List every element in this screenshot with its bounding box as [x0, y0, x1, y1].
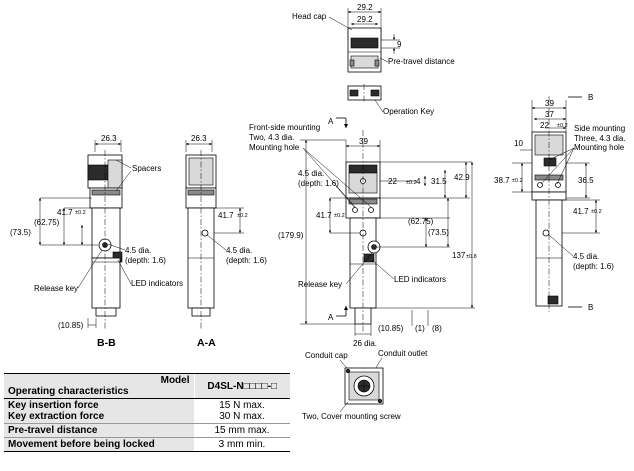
- label-side-mount-3: Mounting hole: [574, 143, 625, 152]
- dim-26-3-aa: 26.3: [191, 134, 207, 143]
- dim-10-85-bb: (10.85): [58, 321, 84, 330]
- top-view: 29.2 29.2 9 Head cap Pre-travel distance…: [292, 3, 455, 116]
- row-label: Pre-travel distance: [4, 423, 194, 438]
- dim-39-side: 39: [545, 99, 554, 108]
- label-side-mount-1: Side mounting: [574, 124, 625, 133]
- table-row: Key insertion force Key extraction force…: [4, 398, 290, 424]
- dim-29-2-inner: 29.2: [357, 15, 373, 24]
- dim-8: (8): [432, 324, 442, 333]
- label-front-mount-3: Mounting hole: [249, 143, 300, 152]
- dim-39-front: 39: [359, 137, 368, 146]
- svg-text:±0.2: ±0.2: [512, 178, 523, 184]
- row-value: 3 mm min.: [194, 437, 290, 452]
- table-header-row: Model Operating characteristics D4SL-N□□…: [4, 373, 290, 399]
- label-conduit-cap: Conduit cap: [305, 351, 348, 360]
- dim-62-75-bb: (62.75): [34, 218, 60, 227]
- dim-26-3-bb: 26.3: [101, 134, 117, 143]
- section-b-top: B: [588, 93, 593, 102]
- view-aa: 26.3 41.7 ±0.2 4.5 dia. (depth: 1.6) A-A: [185, 134, 267, 349]
- label-led-bb: LED indicators: [131, 279, 183, 288]
- front-view: A A 39 (179.9) 41.7: [249, 117, 477, 348]
- dim-179-9: (179.9): [278, 231, 304, 240]
- dim-4-5-front-1: 4.5 dia.: [298, 169, 324, 178]
- dim-73-5-front: (73.5): [428, 228, 449, 237]
- label-conduit-outlet: Conduit outlet: [378, 349, 428, 358]
- svg-text:±0.2: ±0.2: [406, 180, 417, 186]
- svg-text:±0.2: ±0.2: [591, 209, 602, 215]
- table-row: Movement before being locked 3 mm min.: [4, 437, 290, 452]
- specs-table: Model Operating characteristics D4SL-N□□…: [4, 373, 290, 452]
- dim-22-front: 22: [388, 177, 397, 186]
- dim-10-85-front: (10.85): [378, 324, 404, 333]
- dim-10-side: 10: [514, 139, 523, 148]
- svg-text:±0.2: ±0.2: [557, 123, 568, 129]
- side-view: B B 39 37 22 ±0.2 10 38.7 ±0.2: [494, 93, 626, 312]
- label-front-mount-1: Front-side mounting: [249, 123, 320, 132]
- label-pre-travel-distance: Pre-travel distance: [388, 57, 455, 66]
- dim-26-dia: 26 dia.: [353, 339, 377, 348]
- dim-42-9: 42.9: [454, 173, 470, 182]
- label-cover-screw: Two, Cover mounting screw: [302, 412, 401, 421]
- svg-text:±0.2: ±0.2: [237, 213, 248, 219]
- header-model-label: Model: [160, 375, 190, 386]
- row-label: Key extraction force: [8, 411, 105, 422]
- dim-37-side: 37: [545, 110, 554, 119]
- section-a-bottom: A: [328, 313, 334, 322]
- dim-1: (1): [415, 324, 425, 333]
- bottom-view: Conduit cap Conduit outlet Two, Cover mo…: [302, 349, 428, 421]
- dim-31-5: 31.5: [431, 177, 447, 186]
- row-value: 30 N max.: [219, 411, 265, 422]
- label-45-bb-1: 4.5 dia.: [125, 246, 151, 255]
- row-value: 15 mm max.: [194, 423, 290, 438]
- svg-text:±0.2: ±0.2: [334, 213, 345, 219]
- svg-text:±0.8: ±0.8: [466, 254, 477, 260]
- label-45-aa-2: (depth: 1.6): [226, 256, 267, 265]
- section-b-bottom: B: [588, 303, 593, 312]
- table-row: Pre-travel distance 15 mm max.: [4, 423, 290, 438]
- dim-29-2-outer: 29.2: [357, 3, 373, 12]
- label-release-key-bb: Release key: [34, 284, 78, 293]
- label-led-front: LED indicators: [394, 275, 446, 284]
- label-45-side-1: 4.5 dia.: [573, 252, 599, 261]
- head-cap-slot: [350, 37, 379, 49]
- operation-key: [347, 85, 382, 101]
- label-45-bb-2: (depth: 1.6): [125, 256, 166, 265]
- svg-text:±0.2: ±0.2: [75, 210, 86, 216]
- dim-4-5-front-2: (depth: 1.6): [298, 179, 339, 188]
- header-op-char-label: Operating characteristics: [8, 386, 129, 397]
- view-bb: 26.3 (73.5) (62.75) 41.7 ±0.2 Spacers 4.…: [10, 134, 183, 349]
- row-label: Movement before being locked: [4, 437, 194, 452]
- dim-38-7: 38.7: [494, 176, 510, 185]
- dim-36-5: 36.5: [578, 176, 594, 185]
- dim-73-5-bb: (73.5): [10, 228, 31, 237]
- label-front-mount-2: Two, 4.3 dia.: [249, 133, 294, 142]
- header-model-value: D4SL-N□□□□-□: [193, 373, 290, 399]
- dim-4-front: 4: [416, 177, 421, 186]
- view-title-aa: A-A: [197, 337, 216, 349]
- label-side-mount-2: Three, 4.3 dia.: [574, 134, 626, 143]
- row-value: 15 N max.: [219, 400, 265, 411]
- dim-9: 9: [397, 40, 402, 49]
- label-head-cap: Head cap: [292, 12, 327, 21]
- label-spacers: Spacers: [132, 164, 161, 173]
- dim-137: 137: [452, 251, 466, 260]
- view-title-bb: B-B: [97, 337, 116, 349]
- dim-62-75-front: (62.75): [408, 217, 434, 226]
- dim-41-7-aa: 41.7: [218, 211, 234, 220]
- header-label-cell: Model Operating characteristics: [4, 373, 194, 399]
- dim-41-7-side: 41.7: [573, 207, 589, 216]
- label-45-aa-1: 4.5 dia.: [226, 246, 252, 255]
- dim-41-7-front: 41.7: [316, 211, 332, 220]
- label-45-side-2: (depth: 1.6): [573, 262, 614, 271]
- section-a-top: A: [328, 117, 334, 126]
- label-operation-key: Operation Key: [383, 107, 434, 116]
- label-release-key-front: Release key: [298, 280, 342, 289]
- dim-22-side: 22: [540, 121, 549, 130]
- dim-41-7-bb: 41.7: [57, 208, 73, 217]
- row-label: Key insertion force: [8, 400, 99, 411]
